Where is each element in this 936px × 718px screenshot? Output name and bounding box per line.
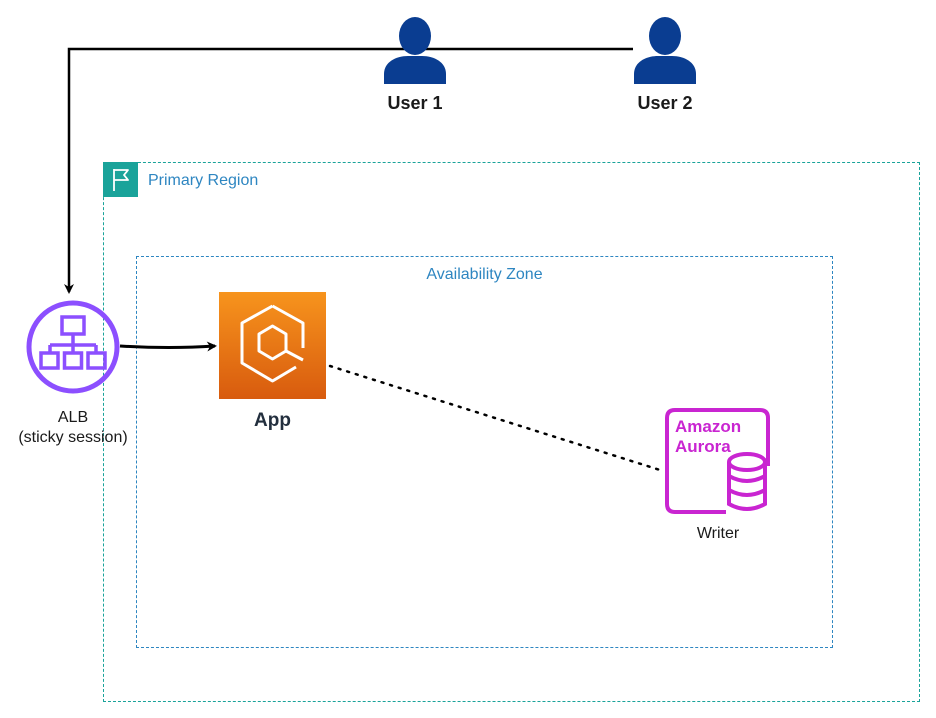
alb-label-line1: ALB	[57, 409, 89, 426]
load-balancer-icon	[26, 300, 120, 394]
primary-region-container	[103, 162, 920, 702]
alb-label-line2: (sticky session)	[18, 429, 128, 446]
region-flag-icon	[103, 162, 138, 197]
aurora-logo-line2: Aurora	[675, 437, 731, 456]
alb-label: ALB (sticky session)	[8, 408, 138, 448]
user-2-icon	[634, 17, 696, 84]
aurora-writer-label: Writer	[696, 525, 740, 542]
availability-zone-container	[136, 256, 833, 648]
container-service-icon	[240, 304, 305, 383]
user-2-label: User 2	[637, 93, 693, 113]
app-label: App	[254, 410, 291, 431]
region-label: Primary Region	[148, 172, 259, 189]
user-1-icon	[384, 17, 446, 84]
aurora-logo-line1: Amazon	[675, 417, 741, 436]
alb-to-app-connector	[119, 341, 217, 352]
users-to-alb-connector	[64, 47, 633, 294]
user-1-label: User 1	[387, 93, 443, 113]
amazon-aurora-icon: Amazon Aurora	[665, 408, 770, 514]
app-to-aurora-connector	[328, 364, 662, 472]
availability-zone-label: Availability Zone	[426, 266, 543, 283]
app-service	[219, 292, 326, 399]
database-cylinder-icon	[727, 452, 767, 511]
